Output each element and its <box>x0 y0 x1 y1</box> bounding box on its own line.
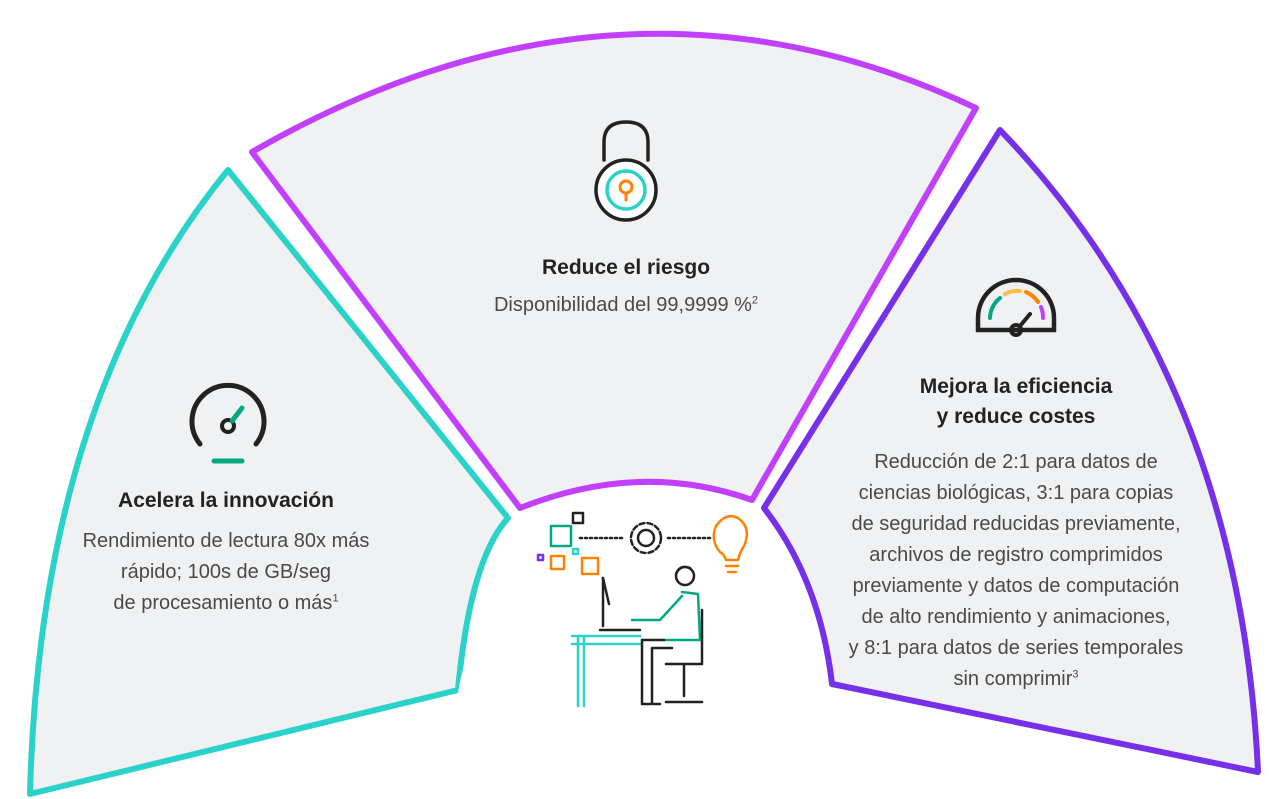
top-panel <box>249 30 979 511</box>
right-title-line-1: Mejora la eficiencia <box>919 375 1113 398</box>
right-line-6: de alto rendimiento y animaciones, <box>861 606 1171 628</box>
footnote-2: 2 <box>751 294 759 307</box>
left-line-1: Rendimiento de lectura 80x más <box>82 530 370 552</box>
right-title-line-2: y reduce costes <box>936 405 1096 428</box>
right-body: Reducción de 2:1 para datos de ciencias … <box>824 447 1208 695</box>
right-line-7: y 8:1 para datos de series temporales <box>848 637 1184 659</box>
right-line-8-wrap: sin comprimir3 <box>824 664 1208 695</box>
speedometer-icon <box>189 382 267 464</box>
right-line-5: previamente y datos de computación <box>852 575 1180 597</box>
top-body-text: Disponibilidad del 99,9999 %2 <box>446 290 806 321</box>
left-line-3-wrap: de procesamiento o más1 <box>40 588 412 619</box>
person-at-computer-icon <box>536 511 749 708</box>
left-panel <box>27 167 511 797</box>
right-line-2: ciencias biológicas, 3:1 para copias <box>858 482 1174 504</box>
left-line-2: rápido; 100s de GB/seg <box>120 561 332 583</box>
left-title: Acelera la innovación <box>118 489 334 512</box>
footnote-3: 3 <box>1072 668 1079 681</box>
top-body: Disponibilidad del 99,9999 % <box>493 294 752 316</box>
right-title: Mejora la eficiencia y reduce costes <box>866 372 1166 432</box>
footnote-1: 1 <box>332 592 339 605</box>
left-body: Rendimiento de lectura 80x más rápido; 1… <box>40 526 412 619</box>
right-line-8: sin comprimir <box>953 668 1073 690</box>
gauge-icon <box>975 277 1057 337</box>
left-line-3: de procesamiento o más <box>113 592 333 614</box>
right-line-4: archivos de registro comprimidos <box>869 544 1163 566</box>
padlock-icon <box>594 120 658 222</box>
top-title: Reduce el riesgo <box>541 256 711 279</box>
right-line-1: Reducción de 2:1 para datos de <box>874 451 1158 473</box>
right-panel <box>761 127 1261 775</box>
right-line-3: de seguridad reducidas previamente, <box>851 513 1181 535</box>
